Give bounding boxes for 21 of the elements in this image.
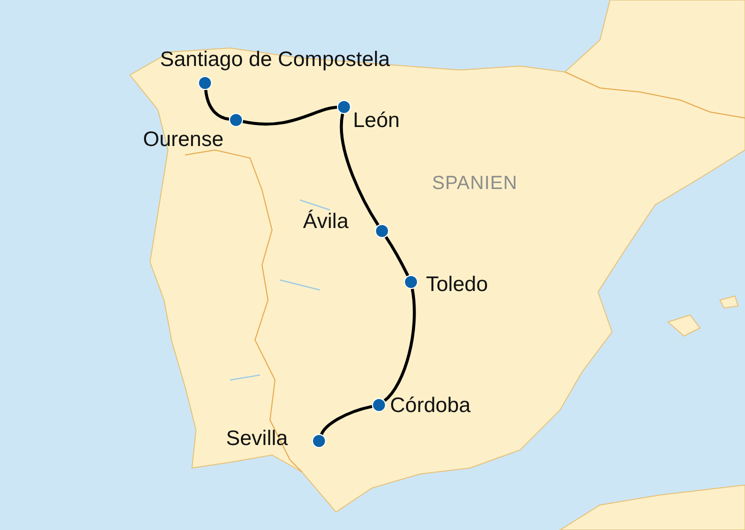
city-label: Ourense [143, 129, 224, 150]
city-dot [313, 435, 325, 447]
route-line [242, 106, 338, 126]
city-label: Toledo [426, 274, 488, 295]
route-line [204, 90, 230, 121]
city-dot [405, 276, 417, 288]
city-label: Sevilla [226, 428, 288, 449]
route-line [340, 114, 380, 226]
country-label: SPANIEN [432, 174, 518, 193]
city-dot [376, 225, 388, 237]
city-dot [338, 101, 350, 113]
city-label: Córdoba [390, 395, 471, 416]
city-dot [199, 77, 211, 89]
city-dot [373, 399, 385, 411]
route-line [320, 404, 372, 436]
city-label: León [353, 110, 400, 131]
route-line [384, 236, 410, 276]
route-line [384, 288, 416, 402]
city-label: Ávila [303, 211, 349, 232]
city-label: Santiago de Compostela [160, 49, 390, 70]
city-dot [230, 114, 242, 126]
